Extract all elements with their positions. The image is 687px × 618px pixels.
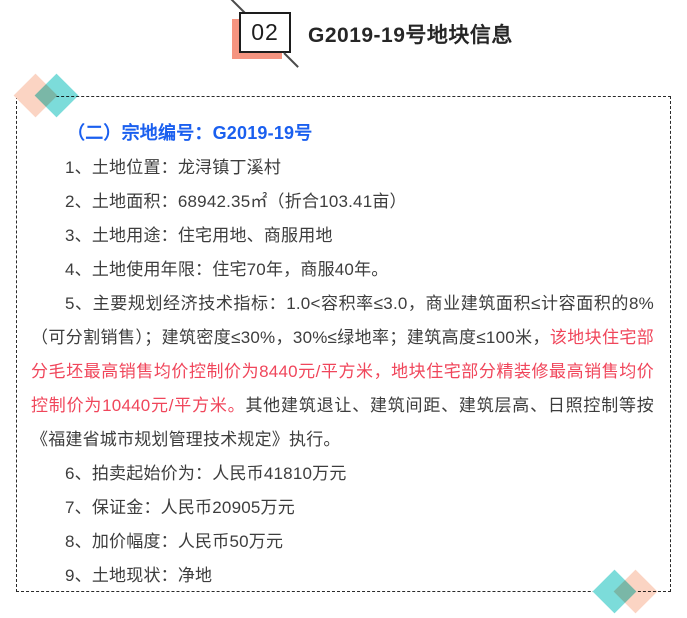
list-item: 7、保证金：人民币20905万元 <box>65 498 295 517</box>
section-number-badge: 02 <box>230 0 299 68</box>
list-item: 2、土地面积：68942.35㎡（折合103.41亩） <box>65 192 407 211</box>
planning-indicators-part3: 其他建筑退让、建筑间距、建筑层高、日照控制等按《福建省城市规划管理技术规定》执行… <box>31 396 654 449</box>
corner-tick-bottom-right-icon <box>283 52 299 68</box>
list-item: 1、土地位置：龙浔镇丁溪村 <box>65 158 282 177</box>
planning-indicators-price-highlight: 该地块住宅部分毛坯最高销售均价控制价为8440元/平方米，地块住宅部分精装修最高… <box>31 328 654 415</box>
list-item: 6、拍卖起始价为：人民币41810万元 <box>65 464 347 483</box>
content-panel: （二）宗地编号：G2019-19号 1、土地位置：龙浔镇丁溪村 2、土地面积：6… <box>16 96 671 592</box>
list-item: 3、土地用途：住宅用地、商服用地 <box>65 226 333 245</box>
list-item: 9、土地现状：净地 <box>65 566 213 585</box>
content-panel-inner: （二）宗地编号：G2019-19号 1、土地位置：龙浔镇丁溪村 2、土地面积：6… <box>17 97 670 593</box>
page-title: G2019-19号地块信息 <box>308 24 513 47</box>
list-item-planning-indicators: 5、主要规划经济技术指标：1.0<容积率≤3.0，商业建筑面积≤计容面积的8%（… <box>31 287 656 457</box>
list-item: 8、加价幅度：人民币50万元 <box>65 532 284 551</box>
section-number-text: 02 <box>239 12 291 53</box>
list-item: 4、土地使用年限：住宅70年，商服40年。 <box>65 260 389 279</box>
parcel-subtitle: （二）宗地编号：G2019-19号 <box>67 123 313 143</box>
planning-indicators-part1: 5、主要规划经济技术指标：1.0<容积率≤3.0，商业建筑面积≤计容面积的8%（… <box>31 294 654 347</box>
section-header: 02 G2019-19号地块信息 <box>230 0 513 68</box>
